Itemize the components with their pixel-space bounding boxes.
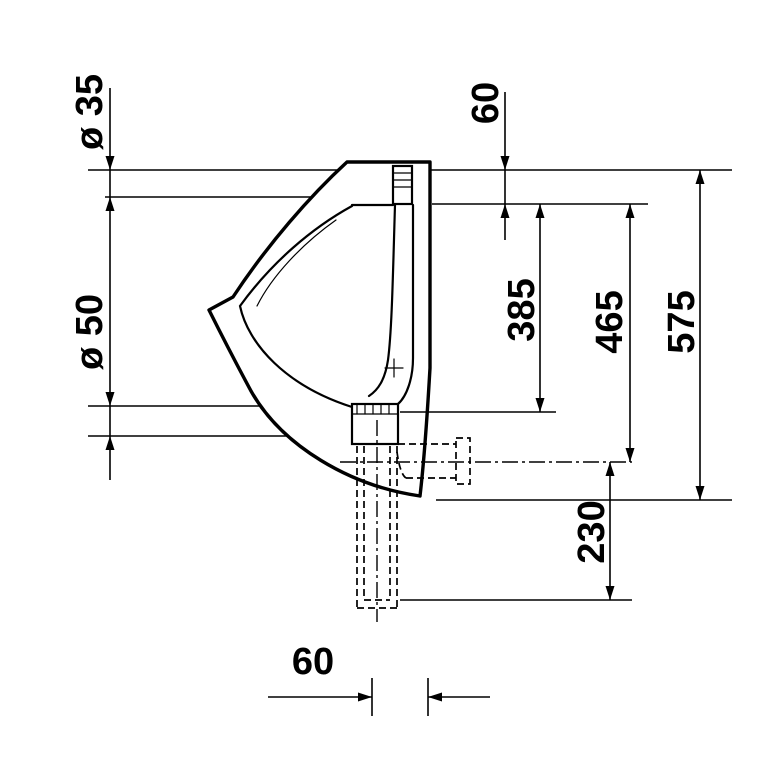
arrow-top60-lower [500, 204, 510, 218]
arrow-385-bottom [535, 398, 545, 412]
arrow-575-bottom [695, 486, 705, 500]
label-230: 230 [571, 500, 613, 563]
arrow-dia35-top [105, 156, 115, 170]
arrow-385-top [535, 204, 545, 218]
elbow-inner-curve [396, 451, 407, 479]
arrow-465-bottom [625, 448, 635, 462]
arrow-bottom60-left [358, 692, 372, 702]
outlet-flange [350, 402, 400, 446]
urinal-interior-lines [238, 164, 415, 409]
inlet-spigot [391, 164, 414, 206]
inner-bowl-line [238, 204, 354, 409]
elbow-flange [455, 437, 471, 485]
arrow-bottom60-right [428, 692, 442, 702]
urinal-body-silhouette [207, 160, 432, 498]
flush-channel-right [396, 203, 415, 406]
arrow-dia50-bottom [105, 436, 115, 450]
label-diameter-50: ø 50 [69, 294, 111, 370]
bowl-contour-line [256, 219, 337, 307]
flush-channel-left [367, 203, 397, 398]
arrow-230-bottom [605, 586, 615, 600]
arrow-top60-upper [500, 156, 510, 170]
dashed-trap-pipes [356, 437, 471, 609]
centerlines [340, 420, 632, 622]
arrow-575-top [695, 170, 705, 184]
arrow-465-top [625, 204, 635, 218]
label-465: 465 [589, 290, 631, 353]
label-diameter-35: ø 35 [69, 74, 111, 150]
label-top-60: 60 [465, 82, 507, 124]
label-385: 385 [501, 278, 543, 341]
arrow-230-top [605, 462, 615, 476]
dimension-arrows [105, 156, 705, 702]
outlet-flange-body [350, 402, 400, 446]
arrow-dia50-top [105, 392, 115, 406]
label-575: 575 [661, 290, 703, 353]
label-bottom-60: 60 [292, 641, 334, 683]
arrow-dia35-bottom [105, 197, 115, 211]
dimension-labels: ø 35 ø 50 60 385 465 575 230 60 [69, 74, 703, 683]
